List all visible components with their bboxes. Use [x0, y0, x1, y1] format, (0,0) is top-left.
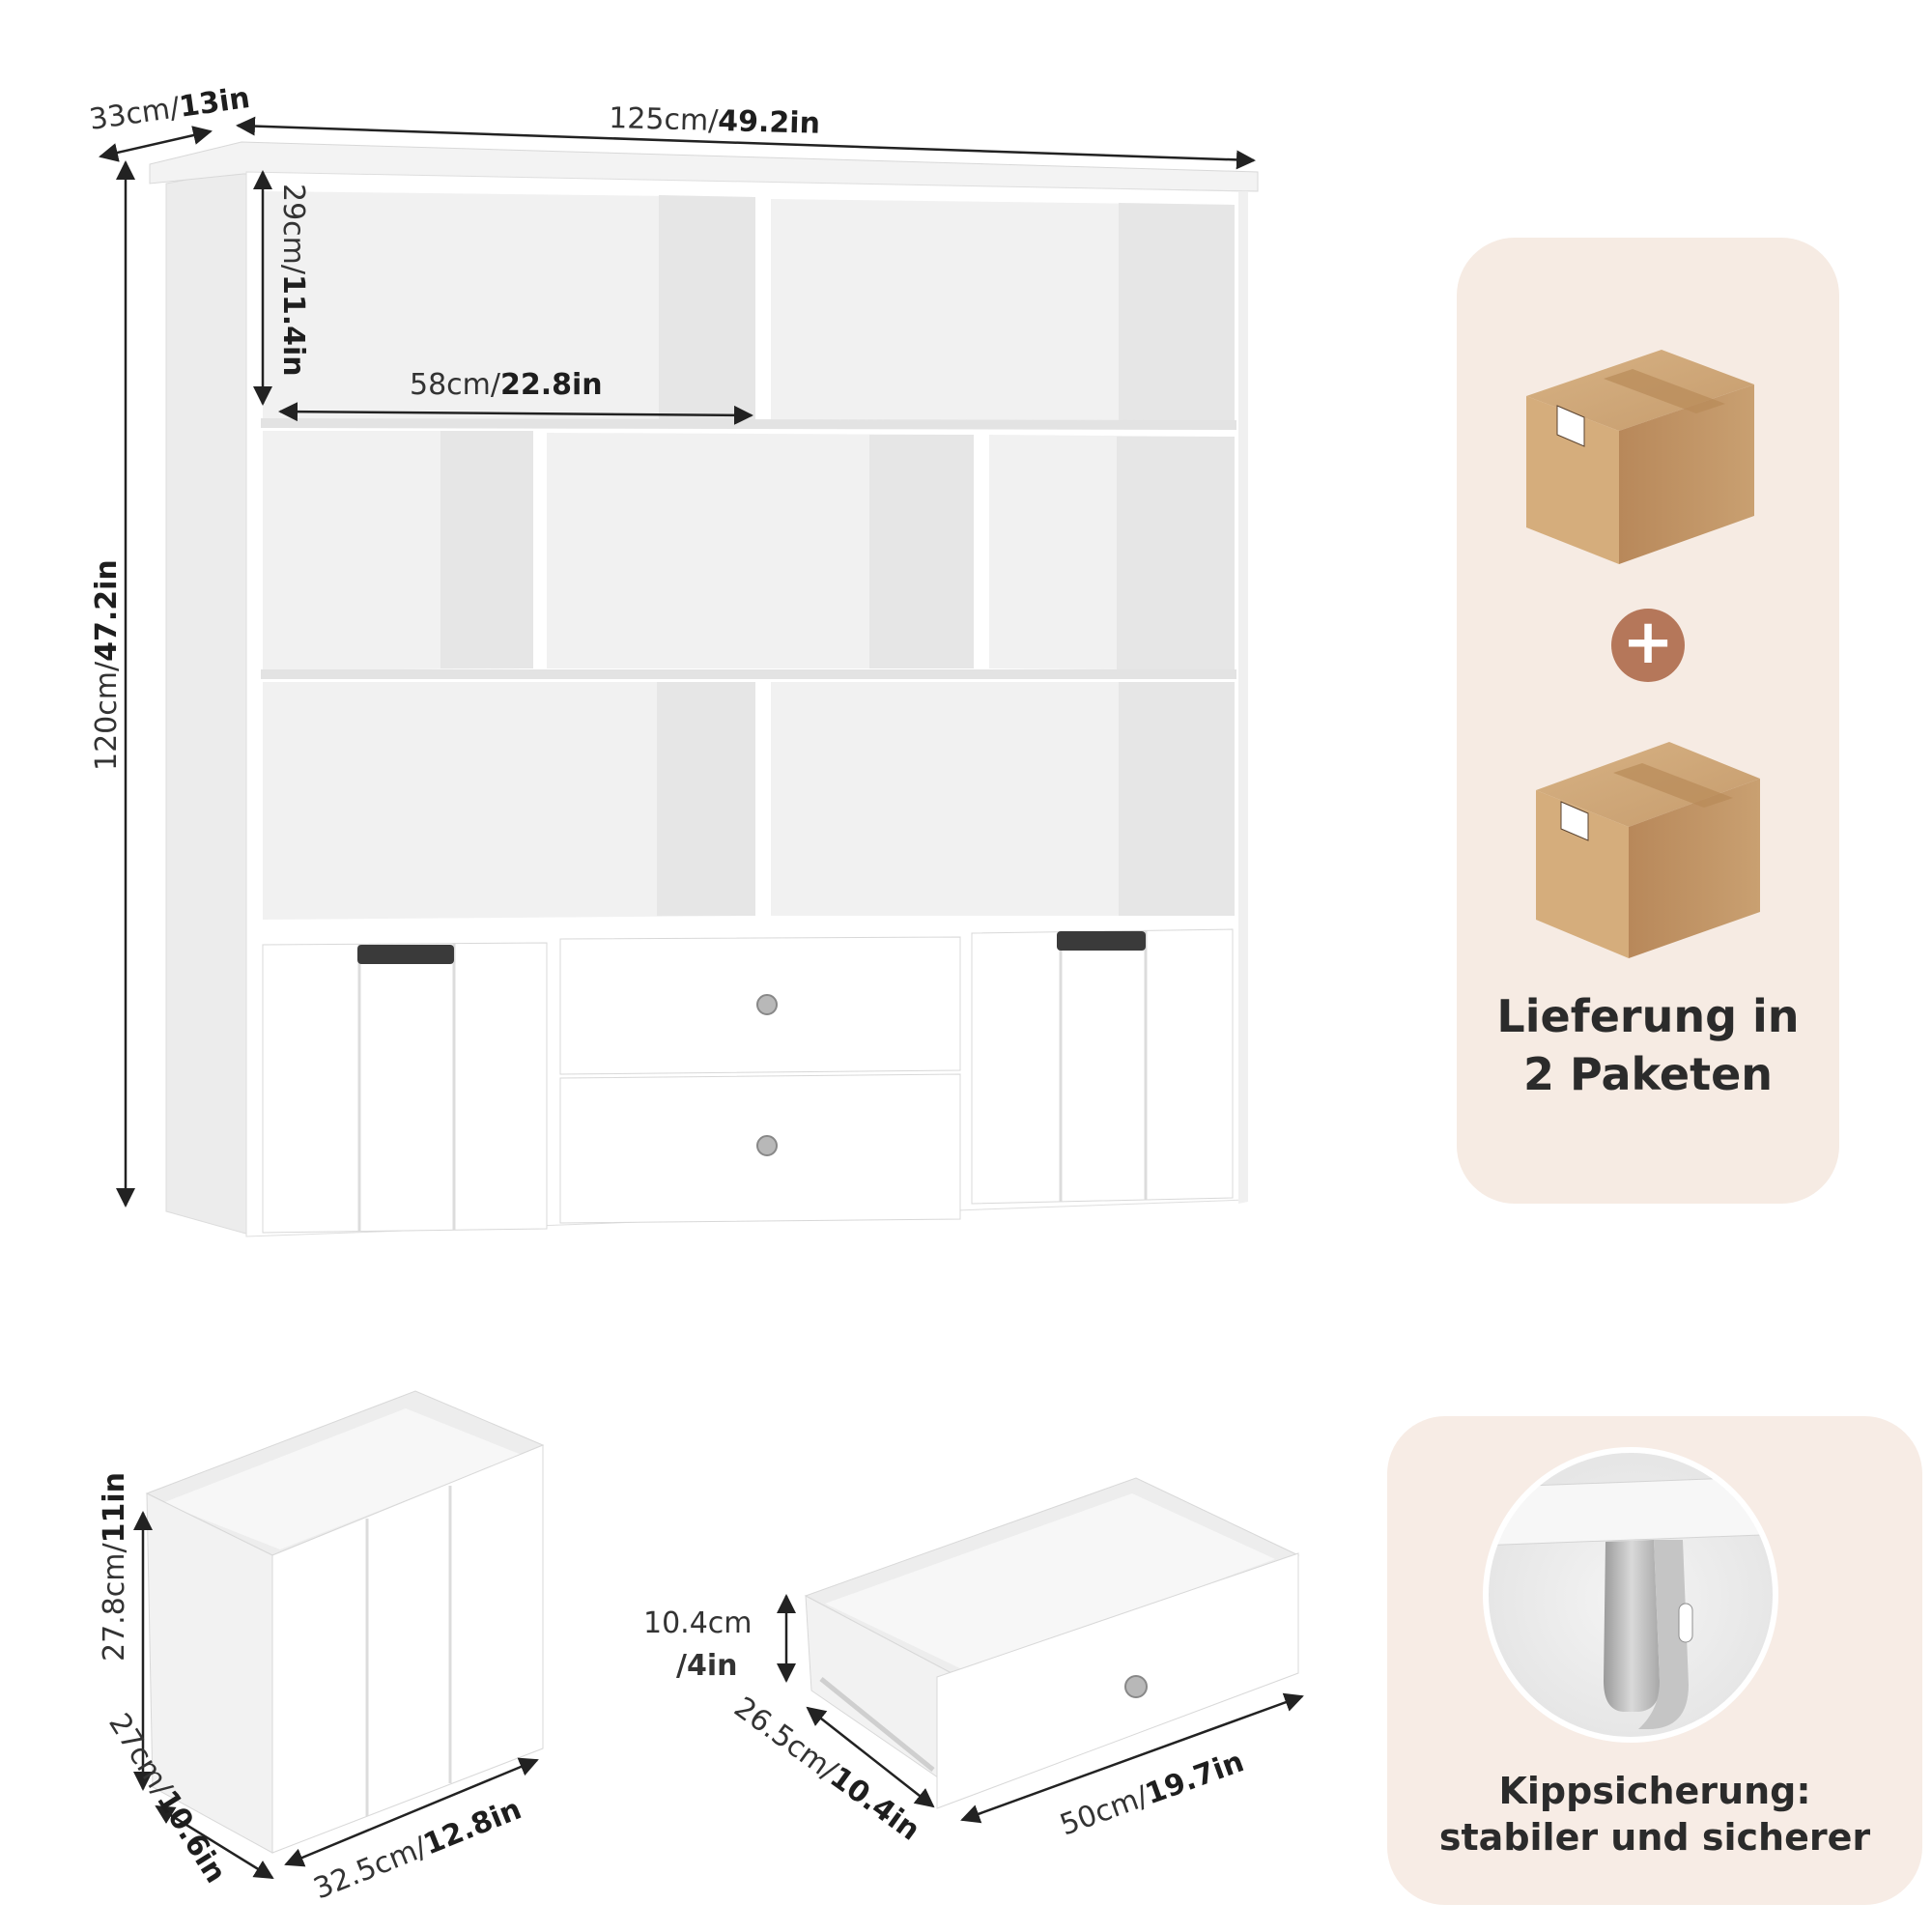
anti-tip-bracket-icon	[1483, 1447, 1778, 1743]
tip-caption-line-2: stabiler und sicherer	[1438, 1816, 1871, 1859]
bin-dimension-lines	[133, 1511, 539, 1880]
left-bin-door	[262, 942, 548, 1234]
right-bin-door	[971, 928, 1234, 1205]
tip-protection-caption: Kippsicherung: stabiler und sicherer	[1387, 1768, 1922, 1861]
drawer-width-label: 50cm/19.7in	[1056, 1745, 1249, 1842]
delivery-caption-line-2: 2 Paketen	[1522, 1048, 1774, 1100]
delivery-caption-line-1: Lieferung in	[1496, 990, 1800, 1042]
cardboard-box-icon	[1526, 350, 1754, 564]
drawer-height-label: 10.4cm	[643, 1606, 753, 1640]
bookshelf	[149, 141, 1259, 1237]
plus-icon: +	[1611, 609, 1685, 682]
compartment-width-label: 58cm/22.8in	[410, 368, 603, 402]
shelf-row-1	[263, 191, 1235, 421]
compartment-height-label: 29cm/11.4in	[276, 184, 310, 377]
shelf-row-2	[263, 431, 1235, 670]
delivery-caption: Lieferung in 2 Paketen	[1457, 987, 1839, 1103]
storage-bin	[145, 1390, 545, 1854]
dimension-lines	[99, 116, 1256, 1208]
shelf-row-3	[263, 682, 1235, 920]
center-drawers	[559, 936, 961, 1224]
bin-height-label: 27.8cm/11in	[98, 1472, 131, 1662]
tip-caption-line-1: Kippsicherung:	[1498, 1770, 1811, 1812]
drawer-dimension-lines	[777, 1594, 1304, 1824]
height-label: 120cm/47.2in	[90, 559, 124, 771]
depth-label: 33cm/13in	[87, 81, 252, 137]
width-label: 125cm/49.2in	[609, 101, 821, 141]
drawer-height-inch-label: /4in	[676, 1649, 737, 1683]
cardboard-box-icon	[1536, 742, 1760, 958]
